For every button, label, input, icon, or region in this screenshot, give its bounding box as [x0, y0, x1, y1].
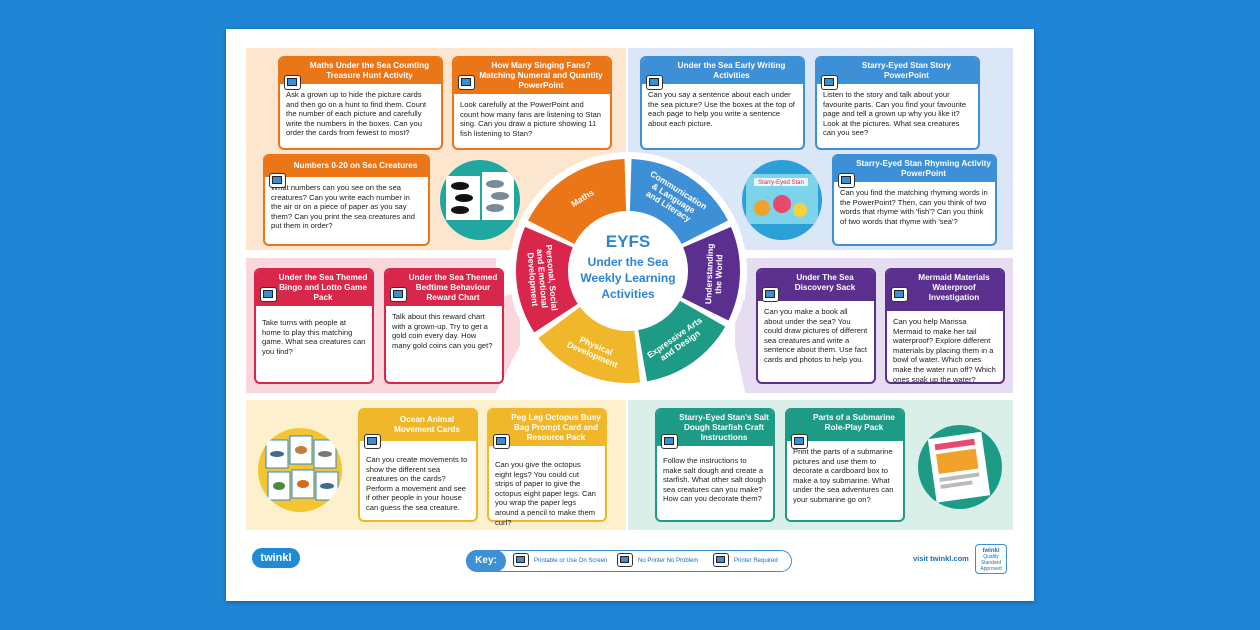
card-reward-chart[interactable]: Under the Sea Themed Bedtime Behaviour R… — [384, 268, 504, 384]
card-body: Follow the instructions to make salt dou… — [663, 456, 766, 504]
card-body: Print the parts of a submarine pictures … — [793, 447, 894, 504]
printable-icon — [260, 287, 277, 302]
physical-segment — [538, 306, 641, 383]
key-legend: Key: Printable or Use On Screen No Print… — [466, 550, 792, 572]
visit-link[interactable]: visit twinkl.com — [913, 554, 969, 563]
story-cover-image: Starry-Eyed Stan — [742, 160, 822, 240]
printable-icon — [493, 434, 510, 449]
expressive-segment — [638, 300, 726, 382]
badge-line1: Quality Standard — [980, 554, 1002, 566]
card-body: Look carefully at the PowerPoint and cou… — [460, 100, 601, 138]
centre-eyfs: EYFS — [606, 232, 650, 251]
centre-activities: Activities — [601, 287, 655, 301]
badge-line2: Approved — [980, 566, 1002, 572]
printable-icon — [661, 434, 678, 449]
twinkl-logo[interactable]: twinkl — [252, 548, 300, 568]
card-body: Can you make a book all about under the … — [764, 307, 868, 364]
card-body: Take turns with people at home to play t… — [262, 318, 366, 356]
card-body: What numbers can you see on the sea crea… — [271, 183, 415, 231]
card-rhyming-powerpoint[interactable]: Starry-Eyed Stan Rhyming Activity PowerP… — [832, 154, 997, 246]
card-body: Can you help Marissa Mermaid to make her… — [893, 317, 996, 384]
card-counting[interactable]: Maths Under the Sea Counting Treasure Hu… — [278, 56, 443, 150]
no-printer-icon — [617, 553, 633, 567]
communication-segment — [629, 159, 728, 244]
printable-icon — [364, 434, 381, 449]
printable-icon — [791, 434, 808, 449]
printable-icon — [269, 173, 286, 188]
card-body: Can you say a sentence about each under … — [648, 90, 795, 128]
card-title: Starry-Eyed Stan Story PowerPoint — [817, 58, 978, 84]
card-early-writing[interactable]: Under the Sea Early Writing Activities C… — [640, 56, 805, 150]
personal-label-line: Development — [526, 252, 541, 307]
movement-cards-image — [258, 428, 342, 512]
card-submarine-role-play[interactable]: Parts of a Submarine Role-Play Pack Prin… — [785, 408, 905, 522]
badge-brand: twinkl — [982, 548, 1000, 554]
key-item-printable: Printable or Use On Screen — [534, 558, 608, 564]
understanding-label-line: Understanding — [703, 243, 715, 304]
story-cover-title: Starry-Eyed Stan — [758, 180, 804, 186]
card-numbers[interactable]: Numbers 0-20 on Sea Creatures What numbe… — [263, 154, 430, 246]
card-body: Can you create movements to show the dif… — [366, 455, 468, 512]
card-body: Ask a grown up to hide the picture cards… — [286, 90, 427, 138]
understanding-segment — [681, 226, 740, 321]
card-discovery-sack[interactable]: Under The Sea Discovery Sack Can you mak… — [756, 268, 876, 384]
quality-badge: twinkl Quality Standard Approved — [975, 544, 1007, 574]
printable-icon — [646, 75, 663, 90]
card-title: How Many Singing Fans? Matching Numeral … — [454, 58, 610, 94]
printable-icon — [458, 75, 475, 90]
printable-icon — [821, 75, 838, 90]
key-item-no-printer: No Printer No Problem — [638, 558, 699, 564]
key-label: Key: — [466, 550, 506, 572]
submarine-pack-image — [918, 425, 1002, 509]
centre-under-the-sea: Under the Sea — [588, 255, 669, 269]
card-movement-cards[interactable]: Ocean Animal Movement Cards Can you crea… — [358, 408, 478, 522]
card-body: Talk about this reward chart with a grow… — [392, 312, 493, 350]
printable-icon — [762, 287, 779, 302]
printable-icon — [284, 75, 301, 90]
key-item-printer-required: Printer Required — [734, 558, 778, 564]
sea-creature-numbers-image — [440, 160, 520, 240]
card-body: Can you find the matching rhyming words … — [840, 188, 988, 226]
card-singing-fans[interactable]: How Many Singing Fans? Matching Numeral … — [452, 56, 612, 150]
personal-segment — [516, 226, 578, 333]
card-octopus-busy-bag[interactable]: Peg Leg Octopus Busy Bag Prompt Card and… — [487, 408, 607, 527]
printer-icon — [713, 553, 729, 567]
printable-icon — [891, 287, 908, 302]
card-title: Starry-Eyed Stan Rhyming Activity PowerP… — [834, 156, 995, 182]
card-title: Numbers 0-20 on Sea Creatures — [265, 156, 428, 177]
card-body: Can you give the octopus eight legs? You… — [495, 460, 596, 527]
card-salt-dough-starfish[interactable]: Starry-Eyed Stan's Salt Dough Starfish C… — [655, 408, 775, 522]
centre-weekly-learning: Weekly Learning — [580, 271, 675, 285]
card-bingo-lotto[interactable]: Under the Sea Themed Bingo and Lotto Gam… — [254, 268, 374, 384]
understanding-label-line: the World — [713, 254, 724, 294]
printable-icon — [390, 287, 407, 302]
card-title: Under the Sea Early Writing Activities — [642, 58, 803, 84]
printable-icon — [513, 553, 529, 567]
printable-icon — [838, 173, 855, 188]
card-title: Maths Under the Sea Counting Treasure Hu… — [280, 58, 441, 84]
card-body: Listen to the story and talk about your … — [823, 90, 967, 138]
maths-segment — [528, 159, 627, 244]
wheel-centre — [571, 214, 685, 328]
card-story-powerpoint[interactable]: Starry-Eyed Stan Story PowerPoint Listen… — [815, 56, 980, 150]
card-mermaid-materials[interactable]: Mermaid Materials Waterproof Investigati… — [885, 268, 1005, 384]
